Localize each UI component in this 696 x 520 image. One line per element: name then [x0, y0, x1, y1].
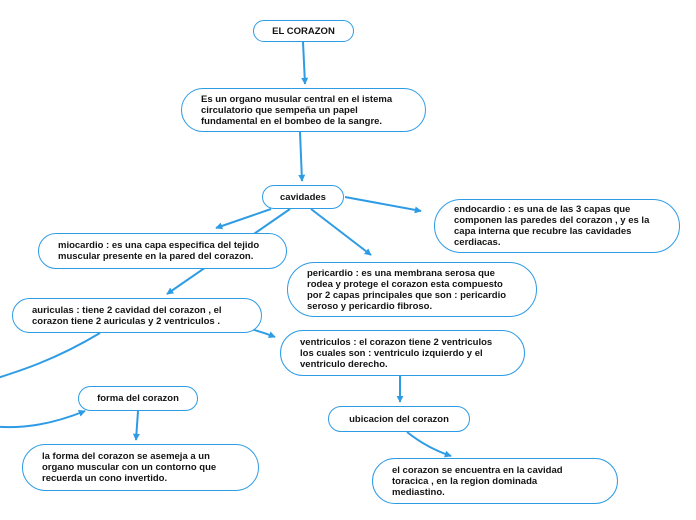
edge-cavidades-to-pericardio: [310, 208, 372, 256]
edge-definicion-to-cavidades: [298, 131, 306, 182]
node-ubicacion[interactable]: ubicacion del corazon: [328, 406, 470, 432]
edge-el-corazon-to-definicion: [301, 41, 309, 85]
node-forma-desc[interactable]: la forma del corazon se asemeja a un org…: [22, 444, 259, 491]
node-auriculas[interactable]: auriculas : tiene 2 cavidad del corazon …: [12, 298, 262, 333]
node-label-endocardio: endocardio : es una de las 3 capas que c…: [454, 204, 650, 248]
node-endocardio[interactable]: endocardio : es una de las 3 capas que c…: [434, 199, 680, 253]
node-label-forma: forma del corazon: [97, 393, 179, 404]
node-definicion[interactable]: Es un organo musular central en el istem…: [181, 88, 426, 132]
edge-auriculas-to-forma: [0, 410, 86, 429]
node-miocardio[interactable]: miocardio : es una capa especifica del t…: [38, 233, 287, 269]
node-label-auriculas: auriculas : tiene 2 cavidad del corazon …: [32, 304, 222, 327]
node-label-miocardio: miocardio : es una capa especifica del t…: [58, 240, 260, 262]
node-label-ubicacion-desc: el corazon se encuentra en la cavidad to…: [392, 464, 563, 498]
node-ubicacion-desc[interactable]: el corazon se encuentra en la cavidad to…: [372, 458, 618, 504]
node-label-forma-desc: la forma del corazon se asemeja a un org…: [42, 451, 217, 484]
node-el-corazon[interactable]: EL CORAZON: [253, 20, 354, 42]
node-forma[interactable]: forma del corazon: [78, 386, 198, 411]
node-label-el-corazon: EL CORAZON: [272, 25, 335, 37]
node-ventriculos[interactable]: ventriculos : el corazon tiene 2 ventric…: [280, 330, 525, 376]
node-label-cavidades: cavidades: [280, 191, 326, 203]
node-label-pericardio: pericardio : es una membrana serosa que …: [307, 267, 507, 312]
edge-cavidades-to-miocardio: [215, 208, 272, 230]
node-cavidades[interactable]: cavidades: [262, 185, 344, 209]
edge-cavidades-to-endocardio: [344, 196, 422, 214]
node-label-ventriculos: ventriculos : el corazon tiene 2 ventric…: [300, 336, 493, 370]
node-pericardio[interactable]: pericardio : es una membrana serosa que …: [287, 262, 537, 317]
node-label-definicion: Es un organo musular central en el istem…: [201, 93, 393, 127]
edge-forma-to-forma-desc: [132, 410, 140, 441]
edge-ubicacion-to-ubicacion-desc: [406, 431, 452, 458]
node-label-ubicacion: ubicacion del corazon: [349, 413, 449, 425]
edge-auriculas-to-forma: [0, 332, 101, 379]
